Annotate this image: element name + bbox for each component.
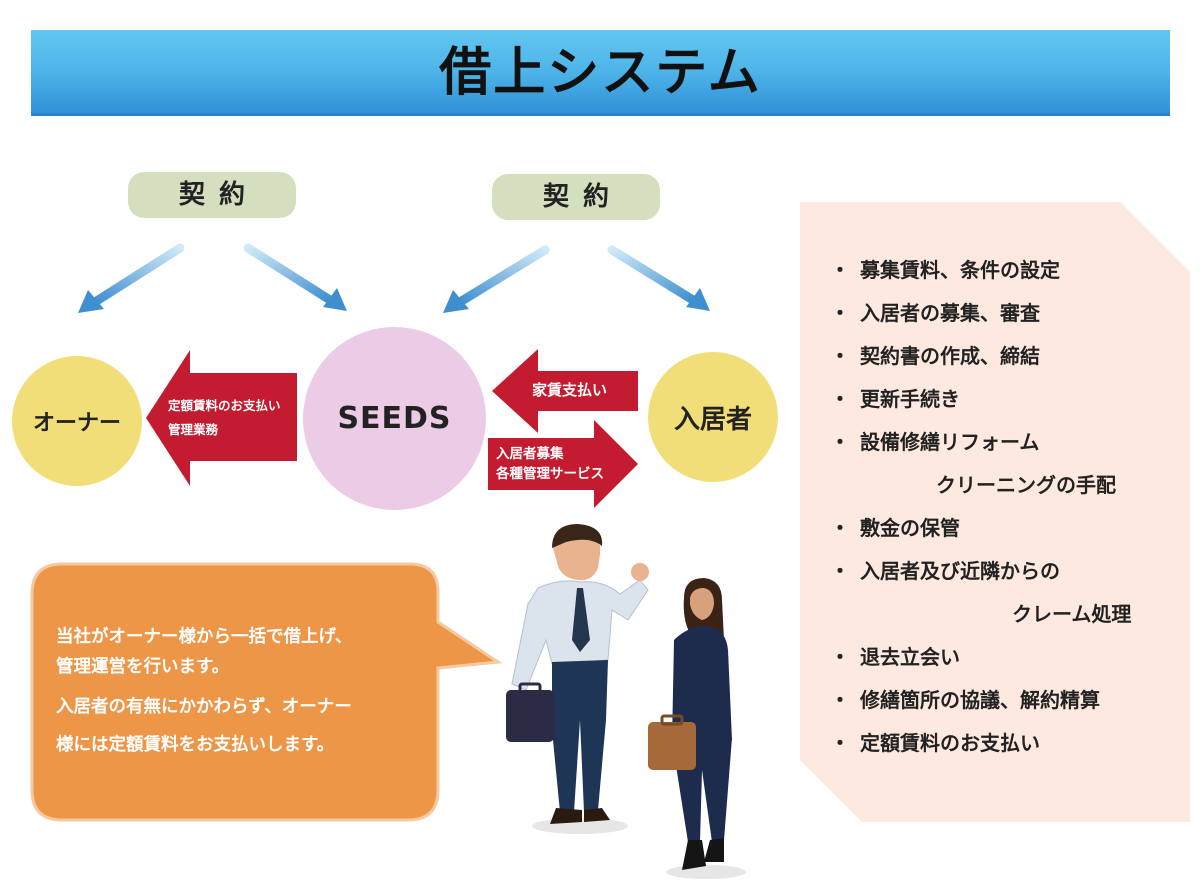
- service-item-continued: クリーニングの手配: [936, 473, 1116, 497]
- service-item: 敷金の保管: [860, 516, 960, 540]
- payment-arrow-label-2: 管理業務: [168, 422, 219, 437]
- page-title: 借上システム: [439, 43, 762, 103]
- contract-arrow-seeds-right: [443, 245, 550, 313]
- speech-bubble: [30, 562, 503, 822]
- service-item: 更新手続き: [860, 387, 960, 411]
- contract-arrow-tenant: [607, 245, 710, 311]
- contract-label-right: 契約: [492, 174, 660, 220]
- rent-arrow-label: 家賃支払い: [532, 381, 608, 399]
- description-line-2: 管理運営を行います。: [56, 657, 230, 677]
- service-item: 入居者及び近隣からの: [860, 559, 1060, 583]
- contract-arrow-seeds-left: [243, 243, 347, 311]
- service-arrow: [488, 420, 638, 508]
- service-arrow-label-1: 入居者募集: [496, 446, 564, 462]
- title-banner: 借上システム: [31, 30, 1170, 116]
- owner-node: オーナー: [12, 356, 142, 486]
- service-item: 定額賃料のお支払い: [860, 731, 1040, 755]
- payment-arrow: [146, 350, 297, 486]
- description-line-3: 入居者の有無にかかわらず、オーナー: [56, 697, 352, 717]
- service-item: 修繕箇所の協議、解約精算: [860, 688, 1100, 712]
- description-line-4: 様には定額賃料をお支払いします。: [56, 735, 335, 755]
- payment-arrow-label-1: 定額賃料のお支払い: [168, 398, 281, 413]
- service-arrow-label-2: 各種管理サービス: [496, 466, 604, 482]
- contract-label-left: 契約: [128, 172, 296, 218]
- service-item: 退去立会い: [860, 645, 960, 669]
- contract-arrow-owner: [78, 243, 185, 313]
- service-item: 募集賃料、条件の設定: [860, 258, 1060, 282]
- description-line-1: 当社がオーナー様から一括で借上げ、: [56, 627, 353, 647]
- seeds-node: SEEDS: [303, 327, 486, 510]
- owner-label: オーナー: [32, 411, 121, 436]
- service-item: 設備修繕リフォーム: [860, 430, 1040, 454]
- tenant-label: 入居者: [673, 404, 752, 435]
- services-panel: [800, 202, 1190, 822]
- service-item-continued: クレーム処理: [1012, 602, 1132, 626]
- service-item: 入居者の募集、審査: [860, 301, 1040, 325]
- tenant-node: 入居者: [648, 352, 778, 482]
- service-item: 契約書の作成、締結: [860, 344, 1040, 368]
- seeds-label: SEEDS: [337, 401, 452, 436]
- rent-arrow: [492, 349, 638, 433]
- business-people-illustration: [506, 524, 746, 879]
